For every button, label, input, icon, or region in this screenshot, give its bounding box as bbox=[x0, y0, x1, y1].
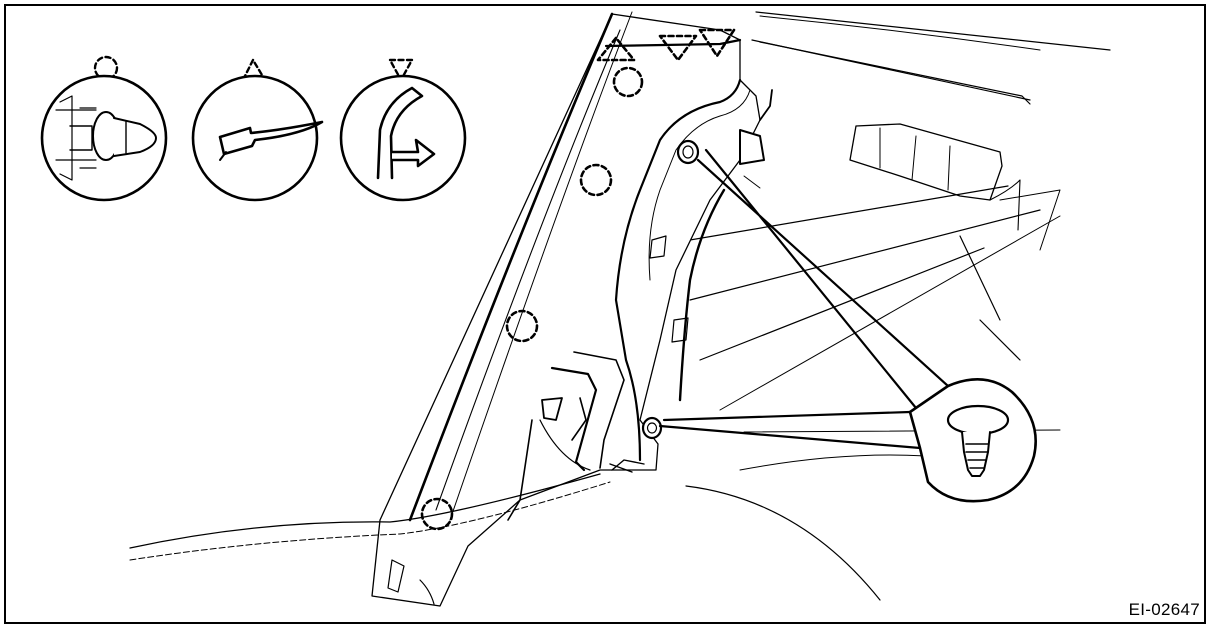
claw-icon bbox=[376, 86, 436, 180]
hook-markers bbox=[596, 36, 636, 62]
diagram-frame bbox=[4, 4, 1206, 624]
inverted-triangle-marker bbox=[698, 28, 736, 58]
clip-locations bbox=[641, 139, 700, 440]
circle-marker bbox=[579, 163, 613, 197]
figure-id: EI-02647 bbox=[1128, 600, 1200, 619]
legend bbox=[40, 55, 467, 202]
circle-clip-markers bbox=[420, 66, 644, 531]
triangle-marker bbox=[596, 36, 636, 62]
legend-inverted-triangle-marker bbox=[388, 58, 414, 82]
floor-sill bbox=[129, 473, 611, 561]
inverted-triangle-marker bbox=[658, 34, 698, 62]
claw-markers bbox=[658, 28, 736, 62]
legend-hook bbox=[191, 58, 324, 202]
clip-icon bbox=[55, 95, 157, 181]
legend-claw bbox=[339, 58, 467, 202]
circle-marker bbox=[612, 66, 644, 98]
push-rivet-icon bbox=[946, 404, 1010, 477]
clip-hole-upper bbox=[676, 139, 700, 165]
circle-marker bbox=[505, 309, 539, 343]
legend-clip bbox=[40, 55, 168, 202]
fastener-callout bbox=[658, 148, 1037, 503]
hook-icon bbox=[218, 120, 324, 161]
clip-hole-lower bbox=[641, 416, 663, 440]
circle-marker bbox=[420, 497, 454, 531]
pillar-trim bbox=[371, 11, 773, 607]
legend-inverted-triangle-frame bbox=[339, 74, 467, 202]
